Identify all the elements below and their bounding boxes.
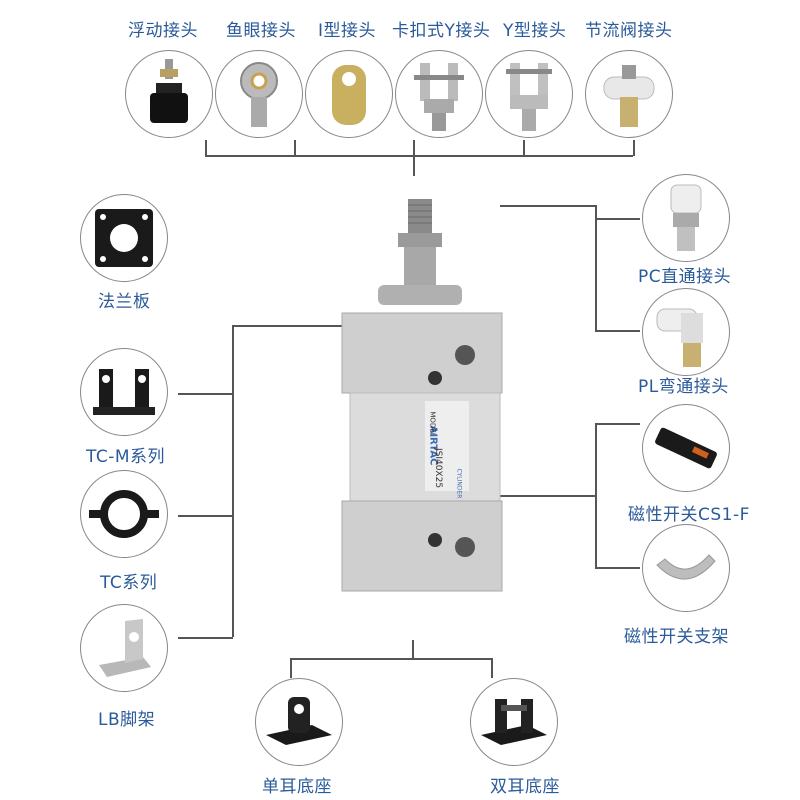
- double-ear-base-image: [470, 678, 558, 766]
- label-floating-joint: 浮动接头: [128, 21, 198, 41]
- label-double-ear-base: 双耳底座: [490, 777, 560, 797]
- label-magnetic-switch-cs1f: 磁性开关CS1-F: [628, 505, 750, 525]
- magnetic-switch-bracket-image: [642, 524, 730, 612]
- label-pl-elbow-joint: PL弯通接头: [638, 377, 729, 397]
- pc-straight-joint-image: [642, 174, 730, 262]
- cylinder-sub: CYLINDER: [455, 468, 463, 499]
- pl-elbow-joint-image: [642, 288, 730, 376]
- floating-joint-image: [125, 50, 213, 138]
- lb-foot-bracket-image: [80, 604, 168, 692]
- label-throttle-valve-joint: 节流阀接头: [585, 21, 673, 41]
- label-lb-foot-bracket: LB脚架: [98, 710, 156, 730]
- cylinder-model: JSI40X25: [433, 447, 444, 489]
- label-single-ear-base: 单耳底座: [262, 777, 332, 797]
- label-i-joint: I型接头: [318, 21, 377, 41]
- label-clip-y-joint: 卡扣式Y接头: [392, 21, 491, 41]
- label-tc-m-series: TC-M系列: [86, 447, 166, 467]
- label-magnetic-switch-bracket: 磁性开关支架: [624, 627, 729, 647]
- cylinder-model-label: MODEL: [428, 411, 437, 437]
- label-pc-straight-joint: PC直通接头: [638, 267, 732, 287]
- magnetic-switch-cs1f-image: [642, 404, 730, 492]
- tc-series-image: [80, 470, 168, 558]
- clip-y-joint-image: [395, 50, 483, 138]
- tc-m-series-image: [80, 348, 168, 436]
- air-cylinder: AIRTAC MODEL JSI40X25 CYLINDER: [330, 195, 510, 605]
- label-rod-end-joint: 鱼眼接头: [226, 21, 296, 41]
- label-y-joint: Y型接头: [503, 21, 567, 41]
- label-tc-series: TC系列: [100, 573, 158, 593]
- y-joint-image: [485, 50, 573, 138]
- flange-plate-image: [80, 194, 168, 282]
- label-flange-plate: 法兰板: [98, 292, 151, 312]
- i-joint-image: [305, 50, 393, 138]
- throttle-valve-joint-image: [585, 50, 673, 138]
- single-ear-base-image: [255, 678, 343, 766]
- rod-end-joint-image: [215, 50, 303, 138]
